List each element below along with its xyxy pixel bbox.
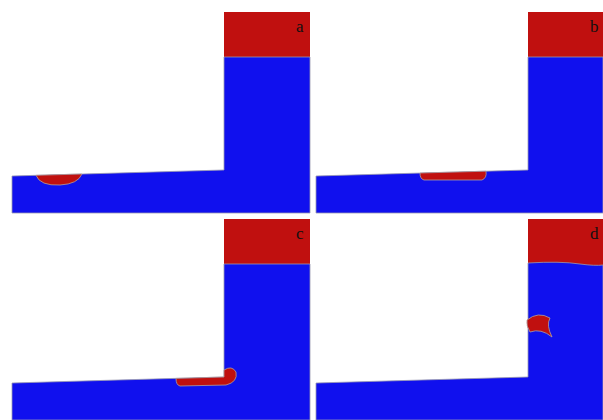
panel-letter: b <box>590 18 599 35</box>
panel-a <box>12 12 310 213</box>
droplet <box>176 368 236 386</box>
panel-letter: c <box>296 225 304 242</box>
droplet <box>420 171 486 180</box>
liquid-channel <box>12 57 310 213</box>
panel-c <box>12 219 310 420</box>
droplet <box>36 174 82 185</box>
detached-droplet <box>527 315 552 337</box>
panel-d <box>316 219 603 420</box>
panel-letter: d <box>590 225 599 242</box>
liquid-channel <box>316 262 603 420</box>
liquid-channel <box>12 264 310 420</box>
upper-phase <box>528 12 603 57</box>
panel-letter: a <box>296 18 304 35</box>
panel-b <box>316 12 603 213</box>
upper-phase <box>224 12 310 57</box>
upper-phase <box>224 219 310 264</box>
liquid-channel <box>316 57 603 213</box>
upper-phase <box>528 219 603 267</box>
